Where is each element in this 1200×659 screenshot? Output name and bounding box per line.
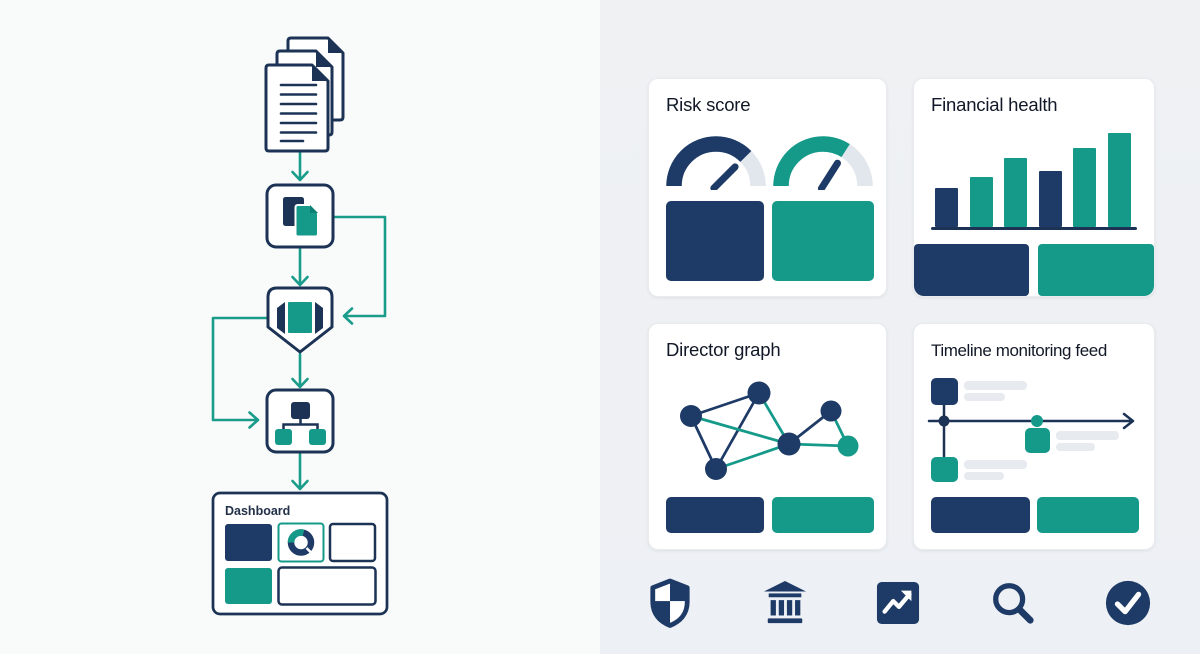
graph-block-teal: [772, 497, 874, 533]
flow-arrows: [211, 150, 387, 491]
card-director-graph: Director graph: [648, 323, 887, 550]
graph-node: [680, 405, 702, 427]
bank-icon: [760, 577, 810, 629]
timeline-block-navy: [931, 497, 1030, 533]
director-graph-svg: [680, 381, 859, 480]
hierarchy-icon: [275, 402, 326, 445]
bar-chart-axis: [931, 227, 1137, 230]
dashboard-label: Dashboard: [225, 504, 290, 518]
document-text-lines: [279, 83, 318, 143]
bar-chart: [935, 131, 1137, 227]
data-process-icon: [277, 300, 323, 335]
gauge-needle: [817, 159, 841, 190]
card-financial-health: Financial health: [913, 78, 1155, 297]
timeline-block-teal: [1037, 497, 1139, 533]
timeline-event-navy: [931, 378, 958, 405]
card-title: Director graph: [666, 339, 781, 360]
bar: [1073, 148, 1096, 227]
bar: [935, 188, 958, 227]
dashboard-preview: Dashboard: [211, 491, 389, 616]
gauge-fill: [666, 136, 766, 187]
flowchart-panel: Dashboard: [0, 0, 600, 654]
gauge-needle: [710, 163, 739, 190]
graph-node: [820, 400, 842, 422]
check-circle-icon: [1103, 577, 1153, 629]
risk-gauge-1: [666, 136, 766, 190]
bar: [1107, 133, 1131, 227]
shield-icon: [645, 577, 695, 629]
graph-node: [777, 432, 801, 456]
shield-processing-node: [266, 286, 334, 354]
placeholder-bar: [964, 381, 1027, 390]
document-stack-icon: [264, 36, 345, 153]
card-risk-score: Risk score: [648, 78, 887, 297]
card-timeline-feed: Timeline monitoring feed: [913, 323, 1155, 550]
placeholder-bar: [964, 460, 1027, 469]
timeline-dot-teal: [1031, 415, 1043, 427]
dashboard-tile-navy: [225, 524, 272, 561]
graph-edge: [690, 414, 790, 446]
financial-block-teal: [1038, 244, 1154, 296]
risk-block-teal: [772, 201, 874, 281]
placeholder-bar: [964, 472, 1004, 480]
dashboard-panel: Risk score Financial health Director gra…: [600, 0, 1200, 654]
graph-edge: [715, 442, 790, 471]
risk-gauge-2: [773, 136, 873, 190]
timeline-svg: [927, 378, 1135, 482]
card-title: Timeline monitoring feed: [931, 341, 1107, 360]
graph-node: [837, 435, 859, 457]
timeline-event-teal: [1025, 428, 1050, 453]
placeholder-bar: [1056, 443, 1095, 451]
graph-edge: [714, 392, 761, 470]
timeline-dot-navy: [938, 415, 950, 427]
bar: [1004, 158, 1027, 227]
bar: [969, 177, 993, 227]
timeline-axis-arrow: [927, 412, 1135, 430]
dashboard-tile-donut: [277, 522, 325, 563]
gauge-fill: [773, 136, 873, 187]
card-title: Financial health: [931, 94, 1058, 115]
document-ingest-box: [265, 183, 335, 249]
dashboard-tile-teal: [225, 568, 272, 604]
bar: [1038, 171, 1062, 227]
flowchart-svg: Dashboard: [211, 36, 389, 616]
copy-files-icon: [283, 197, 319, 238]
dashboard-tile-empty: [328, 522, 377, 563]
search-icon: [988, 577, 1038, 629]
graph-node: [705, 458, 727, 480]
risk-block-navy: [666, 201, 764, 281]
trend-chart-icon: [873, 577, 923, 629]
financial-block-navy: [914, 244, 1029, 296]
graph-node: [747, 381, 771, 405]
placeholder-bar: [964, 393, 1005, 401]
dashboard-tile-wide: [277, 566, 377, 606]
hierarchy-box: [265, 388, 335, 454]
card-title: Risk score: [666, 94, 751, 115]
graph-edge: [690, 391, 760, 418]
placeholder-bar: [1056, 431, 1119, 440]
graph-block-navy: [666, 497, 764, 533]
timeline-event-teal-2: [931, 457, 958, 482]
